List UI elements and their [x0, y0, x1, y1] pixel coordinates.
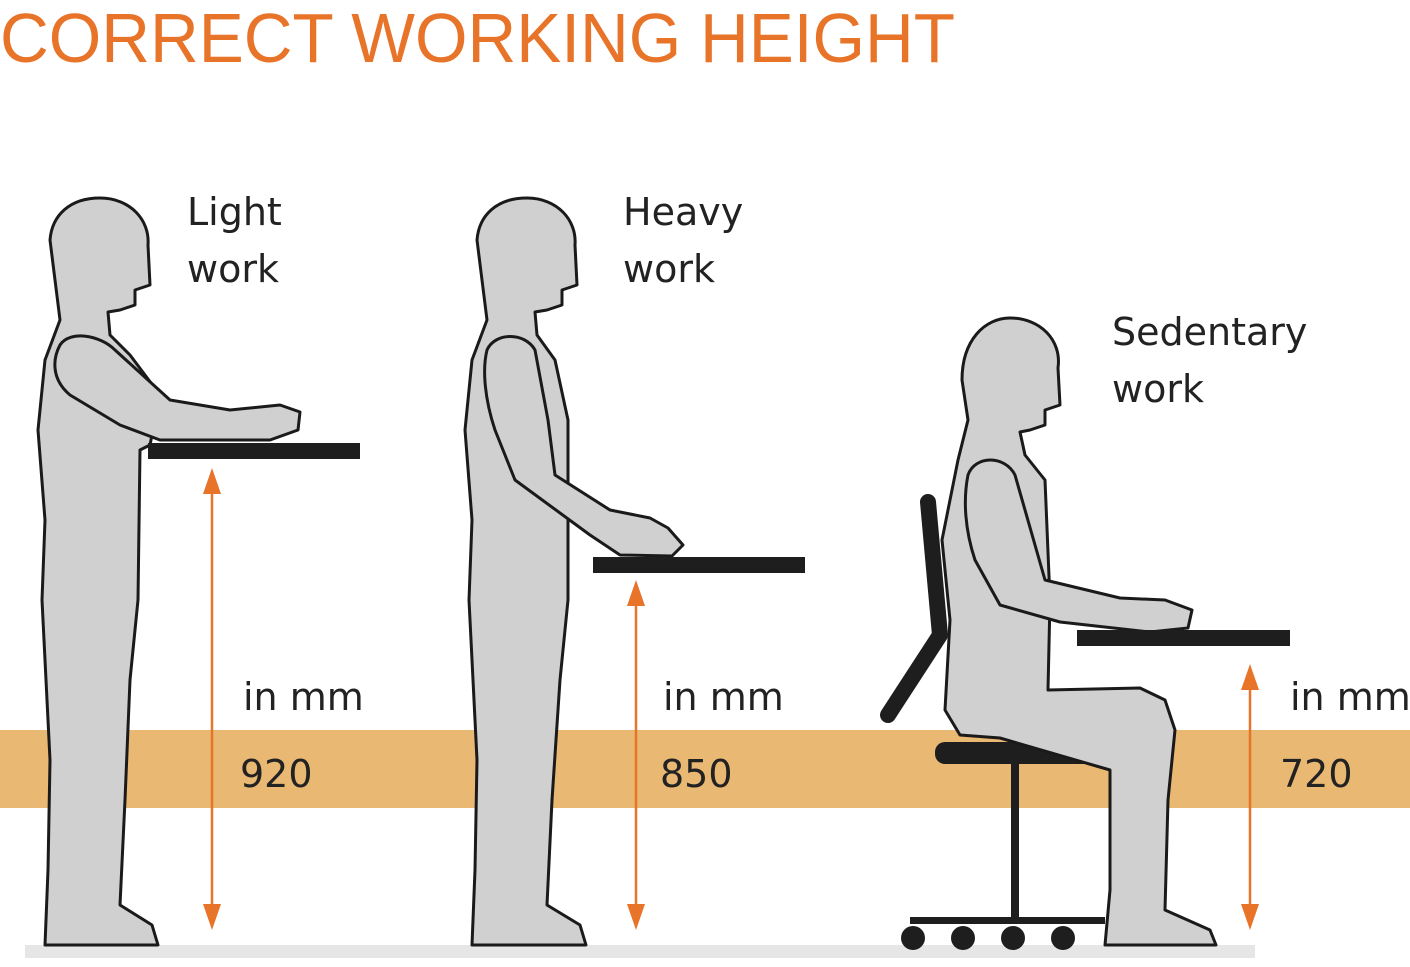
arrow-down-icon: [1241, 904, 1259, 930]
label-sedentary-line1: Sedentary: [1112, 310, 1307, 354]
floor: [25, 945, 1255, 958]
height-heavy: 850: [660, 752, 733, 796]
desk-sedentary: [1077, 630, 1290, 646]
page-title: CORRECT WORKING HEIGHT: [0, 0, 955, 77]
unit-sedentary: in mm: [1290, 675, 1410, 719]
height-sedentary: 720: [1280, 752, 1353, 796]
arrow-up-icon: [1241, 664, 1259, 690]
desk-light: [148, 443, 360, 459]
unit-light: in mm: [243, 675, 364, 719]
desk-heavy: [593, 557, 805, 573]
arrow-down-icon: [627, 904, 645, 930]
unit-heavy: in mm: [663, 675, 784, 719]
arrow-up-icon: [203, 468, 221, 494]
standing-figure-heavy: [463, 196, 685, 947]
height-light: 920: [240, 752, 313, 796]
label-heavy-line2: work: [623, 247, 715, 291]
label-heavy-line1: Heavy: [623, 190, 743, 234]
seated-figure-sedentary: [940, 316, 1218, 947]
label-light-line2: work: [187, 247, 279, 291]
label-light-line1: Light: [187, 190, 282, 234]
arrow-up-icon: [627, 580, 645, 606]
label-sedentary-line2: work: [1112, 367, 1204, 411]
arrow-down-icon: [203, 904, 221, 930]
standing-figure-light: [36, 196, 302, 947]
